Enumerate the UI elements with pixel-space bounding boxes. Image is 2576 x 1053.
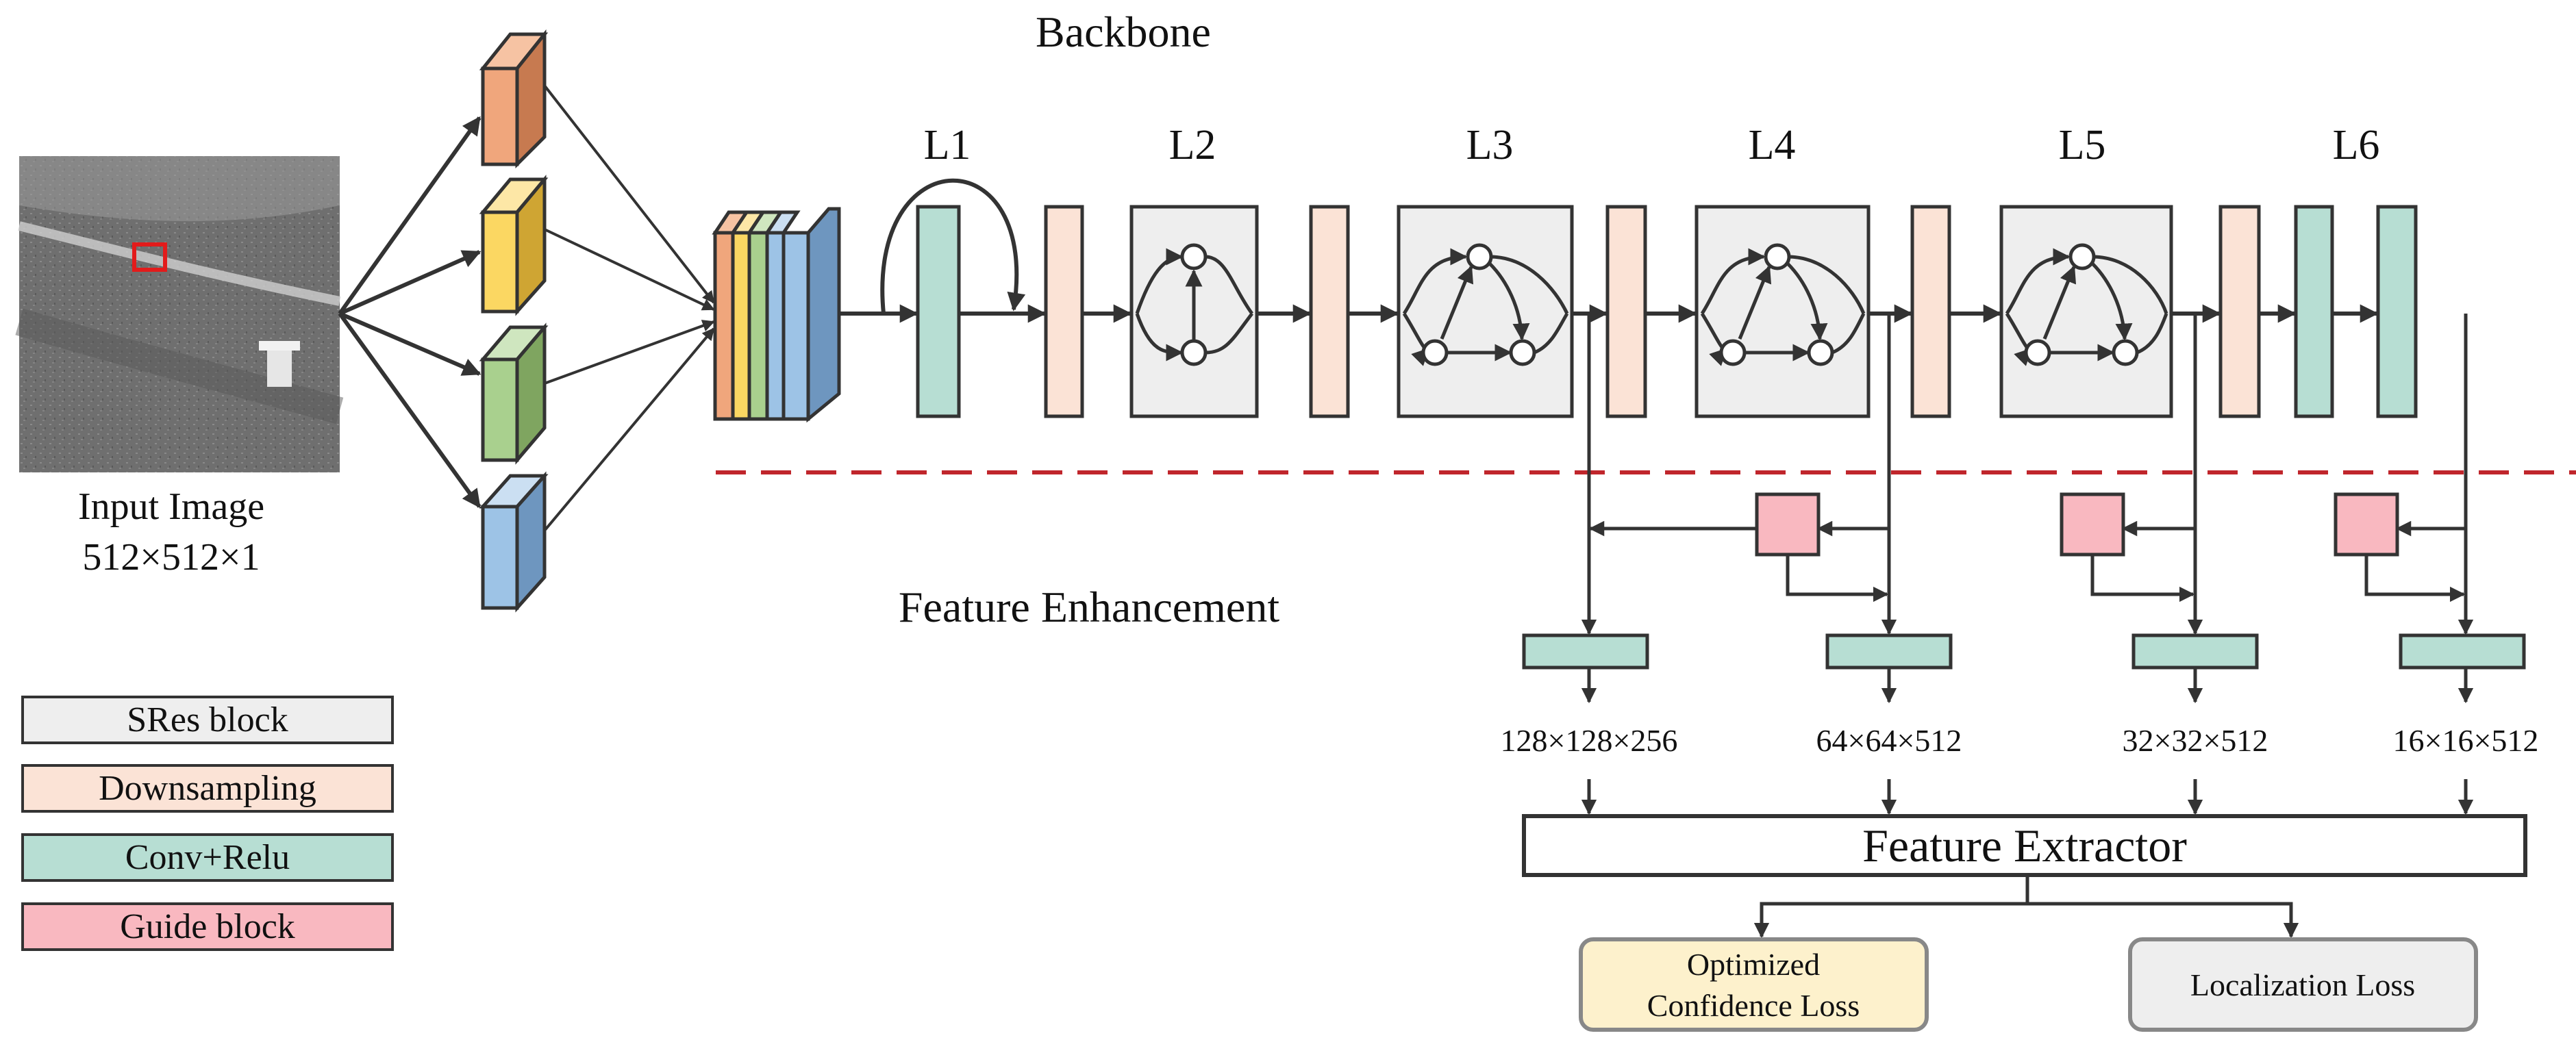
l2-sres-block (1129, 205, 1259, 418)
guide-block-2 (2060, 492, 2125, 557)
feature-extractor-box (1522, 814, 2527, 877)
input-image-size: 512×512×1 (82, 536, 260, 579)
downsampling-block-3 (1605, 205, 1647, 418)
enhance-conv-3 (2131, 633, 2259, 670)
dim-label-3: 32×32×512 (2123, 723, 2268, 758)
backbone-title: Backbone (1036, 8, 1211, 56)
fanout-arrows (338, 116, 482, 509)
legend-label-guide: Guide block (120, 907, 295, 946)
downsampling-block-1 (1044, 205, 1084, 418)
legend-swatch-sres (21, 696, 394, 744)
conv-branch-yellow (479, 175, 549, 316)
layer-label-l4: L4 (1749, 122, 1796, 168)
enhance-conv-1 (1522, 633, 1649, 670)
guide-block-3 (2334, 492, 2399, 557)
legend-label-conv: Conv+Relu (125, 838, 290, 877)
legend-swatch-guide (21, 902, 394, 951)
enhance-conv-4 (2399, 633, 2526, 670)
l3-sres-block (1397, 205, 1574, 418)
guide-block-1 (1755, 492, 1821, 557)
dim-label-2: 64×64×512 (1816, 723, 1962, 758)
legend-label-sres: SRes block (127, 700, 288, 739)
input-image-label: Input Image (78, 485, 264, 528)
downsampling-block-4 (1910, 205, 1951, 418)
l6-conv-block-2 (2376, 205, 2418, 418)
conv-branch-orange (479, 29, 549, 169)
backbone-flow-arrows (839, 178, 2379, 323)
l1-conv-block (916, 205, 961, 418)
enhance-conv-2 (1825, 633, 1953, 670)
layer-label-l5: L5 (2059, 122, 2106, 168)
l6-conv-block-1 (2294, 205, 2334, 418)
dim-label-1: 128×128×256 (1501, 723, 1678, 758)
layer-label-l6: L6 (2333, 122, 2380, 168)
input-image (15, 156, 344, 472)
target-marker-box (132, 242, 167, 272)
downsampling-block-2 (1309, 205, 1350, 418)
legend-swatch-conv (21, 833, 394, 882)
downsampling-block-5 (2218, 205, 2261, 418)
layer-label-l2: L2 (1169, 122, 1216, 168)
legend-label-downsampling: Downsampling (99, 769, 316, 808)
feature-enhancement-title: Feature Enhancement (899, 583, 1279, 631)
localization-loss-label: Localization Loss (2190, 967, 2415, 1002)
converge-arrows (543, 84, 715, 532)
confidence-loss-box (1579, 937, 1929, 1032)
feature-extractor-label: Feature Extractor (1862, 820, 2187, 872)
l5-sres-block (1999, 205, 2173, 418)
dim-label-4: 16×16×512 (2393, 723, 2539, 758)
localization-loss-box (2128, 937, 2478, 1032)
concat-feature-block (712, 207, 841, 423)
l4-sres-block (1695, 205, 1871, 418)
enhancement-connectors (1581, 314, 2474, 939)
layer-label-l1: L1 (924, 122, 971, 168)
conv-branch-green (479, 322, 549, 465)
conv-branch-blue (479, 471, 549, 613)
confidence-loss-line1: Optimized (1687, 947, 1820, 982)
legend: SRes block Downsampling Conv+Relu Guide … (21, 696, 394, 951)
confidence-loss-line2: Confidence Loss (1647, 988, 1860, 1023)
water-tower-shape (267, 346, 292, 387)
layer-label-l3: L3 (1466, 122, 1514, 168)
legend-swatch-downsampling (21, 764, 394, 813)
